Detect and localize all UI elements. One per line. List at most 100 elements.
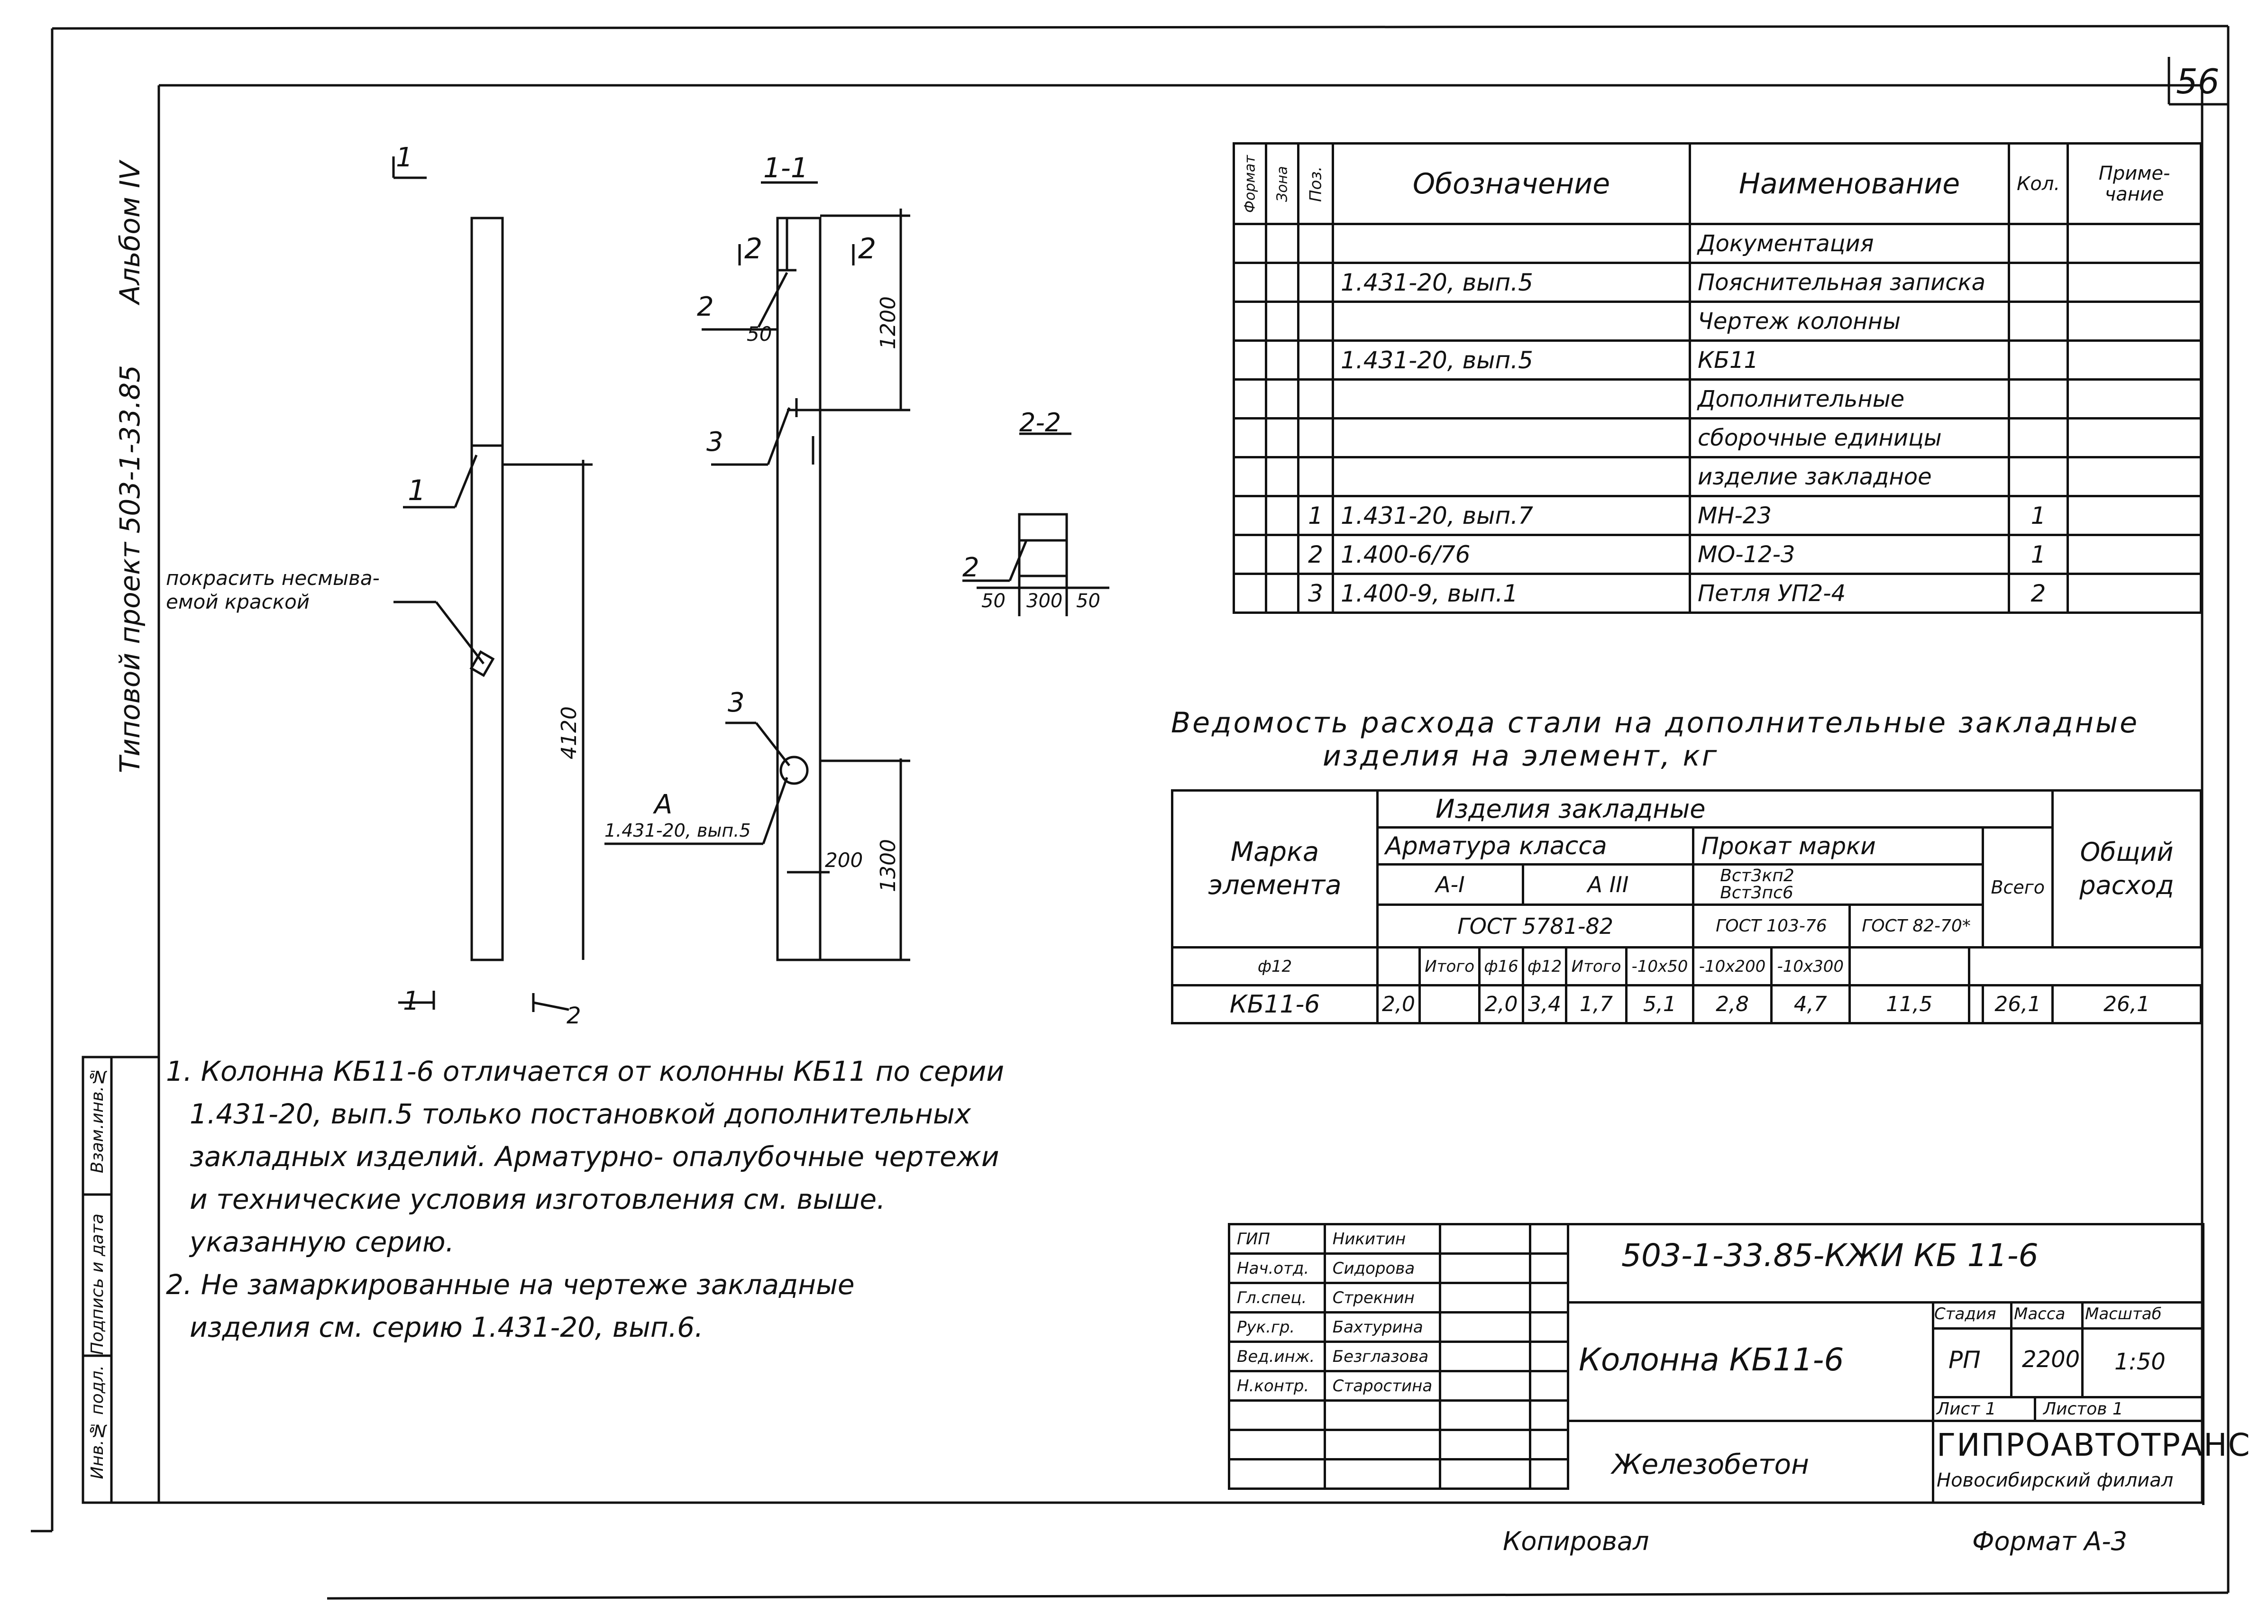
title-divider-4	[1932, 1396, 2202, 1398]
role-date-cell	[1528, 1252, 1570, 1284]
steel-value-cell: 4,7	[1770, 984, 1851, 1024]
position-3-label: 3	[706, 427, 723, 457]
steel-grade-2: Вст3пс6	[1720, 883, 1793, 903]
title-divider-3	[1932, 1327, 2202, 1330]
spec-cell	[1332, 223, 1691, 264]
steel-value-cell: 1,7	[1565, 984, 1628, 1024]
position-2c-label: 2	[962, 552, 979, 583]
spec-header-format: Формат	[1234, 143, 1266, 224]
role-row: Гл.спец.Стрекнин	[1228, 1282, 1570, 1314]
spec-cell: 1.431-20, вып.7	[1332, 495, 1691, 536]
spec-cell	[1297, 262, 1334, 303]
steel-table: Марка элемента Изделия закладные Общий р…	[1171, 789, 2202, 1024]
steel-total-header: Всего	[1982, 826, 2054, 949]
role-person-cell: Старостина	[1323, 1370, 1442, 1402]
spec-cell: 1	[1297, 495, 1334, 536]
note-line-2: 1.431-20, вып.5 только постановкой допол…	[190, 1098, 971, 1130]
role-person-cell: Бахтурина	[1323, 1311, 1442, 1343]
role-row	[1228, 1458, 1570, 1490]
role-person-cell: Безглазова	[1323, 1341, 1442, 1372]
left-stamp-sign: Подпись и дата	[88, 1213, 107, 1355]
role-role-cell: ГИП	[1228, 1223, 1326, 1255]
role-person-cell: Никитин	[1323, 1223, 1442, 1255]
spec-cell	[1297, 378, 1334, 420]
role-date-cell	[1528, 1311, 1570, 1343]
arrow-2-right: 2	[858, 232, 877, 265]
steel-grades: Вст3кп2 Вст3пс6	[1692, 863, 1984, 906]
spec-cell	[1297, 301, 1334, 342]
role-sign-cell	[1439, 1458, 1531, 1490]
steel-value-cell	[1967, 984, 1984, 1024]
section-1-1-title: 1-1	[763, 152, 808, 184]
spec-cell	[1265, 417, 1299, 458]
spec-cell	[1265, 495, 1299, 536]
spec-cell: 1.431-20, вып.5	[1332, 339, 1691, 381]
note-line-7: изделия см. серию 1.431-20, вып.6.	[190, 1311, 704, 1343]
steel-value-cell: 3,4	[1521, 984, 1568, 1024]
spec-cell: сборочные единицы	[1689, 417, 2010, 458]
spec-cell	[2007, 339, 2069, 381]
steel-subhead: -10х200	[1692, 946, 1773, 986]
spec-header-zone: Зона	[1266, 143, 1299, 224]
role-role-cell: Н.контр.	[1228, 1370, 1326, 1402]
object-name: Колонна КБ11-6	[1579, 1341, 1844, 1378]
spec-cell	[1297, 339, 1334, 381]
steel-subhead: -10х50	[1625, 946, 1695, 986]
spec-cell	[1297, 456, 1334, 497]
spec-header-qty: Кол.	[2007, 142, 2069, 225]
spec-header-name: Наименование	[1689, 142, 2010, 225]
role-sign-cell	[1439, 1282, 1531, 1314]
role-row	[1228, 1399, 1570, 1431]
spec-cell	[1233, 573, 1267, 614]
copied-label: Копировал	[1503, 1526, 1649, 1556]
steel-value-cell: 26,1	[1982, 984, 2054, 1024]
spec-cell	[2067, 223, 2202, 264]
role-role-cell: Нач.отд.	[1228, 1252, 1326, 1284]
dim-2-50b: 50	[1076, 590, 1100, 612]
stage-header: Стадия	[1934, 1305, 1996, 1323]
spec-cell	[2067, 534, 2202, 575]
spec-cell: Документация	[1689, 223, 2010, 264]
spec-cell: 2	[1297, 534, 1334, 575]
left-stamp-replace: Взам.инв.№	[88, 1067, 107, 1174]
spec-cell	[2067, 378, 2202, 420]
steel-subhead: Итого	[1565, 946, 1628, 986]
dim-2-50a: 50	[981, 590, 1006, 612]
steel-value-cell: 2,0	[1478, 984, 1524, 1024]
notes-block: 1. Колонна КБ11-6 отличается от колонны …	[166, 1050, 1004, 1349]
spec-cell	[2067, 301, 2202, 342]
spec-cell	[2007, 301, 2069, 342]
spec-cell: Пояснительная записка	[1689, 262, 2010, 303]
spec-row: изделие закладное	[1233, 456, 2202, 497]
specification-table: Формат Зона Поз. Обозначение Наименовани…	[1233, 142, 2202, 614]
steel-value-cell: 11,5	[1848, 984, 1970, 1024]
steel-grade-1: Вст3кп2	[1720, 866, 1794, 885]
spec-row: Дополнительные	[1233, 378, 2202, 420]
steel-rolled-header: Прокат марки	[1692, 826, 1984, 866]
steel-subhead: ф16	[1478, 946, 1524, 986]
scale-value: 1:50	[2114, 1349, 2166, 1375]
steel-class-a3: А III	[1521, 863, 1695, 906]
spec-cell	[1233, 301, 1267, 342]
spec-cell	[1265, 378, 1299, 420]
arrow-1-top: 1	[396, 142, 413, 173]
position-2-label: 2	[697, 292, 714, 322]
spec-cell: 1.400-9, вып.1	[1332, 573, 1691, 614]
position-1-label: 1	[408, 474, 426, 507]
dim-200: 200	[825, 848, 863, 872]
steel-mark-header: Марка элемента	[1171, 789, 1379, 949]
spec-cell	[1332, 378, 1691, 420]
spec-cell	[1233, 456, 1267, 497]
role-date-cell	[1528, 1370, 1570, 1402]
role-row: Н.контр.Старостина	[1228, 1370, 1570, 1402]
role-sign-cell	[1439, 1429, 1531, 1460]
spec-cell: Чертеж колонны	[1689, 301, 2010, 342]
mass-value: 2200	[2022, 1346, 2080, 1373]
node-a-ref: 1.431-20, вып.5	[604, 820, 751, 841]
title-divider-2	[1569, 1420, 2202, 1422]
role-sign-cell	[1439, 1223, 1531, 1255]
title-block-frame	[1569, 1223, 2204, 1505]
role-date-cell	[1528, 1429, 1570, 1460]
